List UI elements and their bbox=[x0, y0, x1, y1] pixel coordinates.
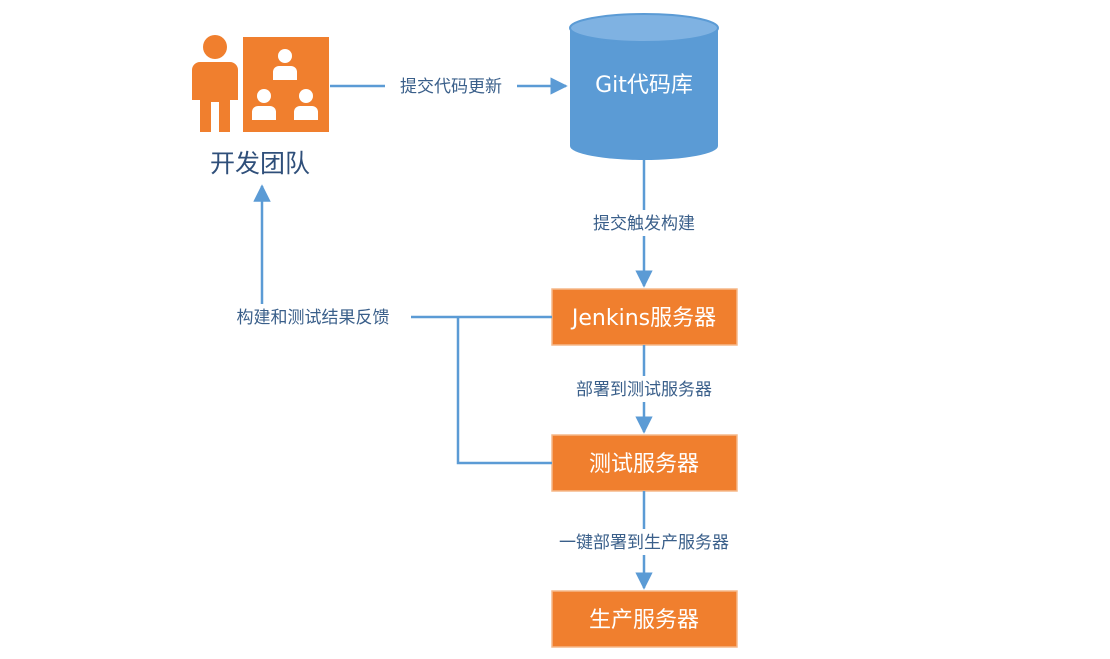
git-repo-label: Git代码库 bbox=[595, 73, 693, 98]
database-cylinder-icon bbox=[569, 13, 719, 160]
people-group-icon bbox=[192, 35, 329, 132]
prod-server-label: 生产服务器 bbox=[589, 608, 699, 633]
jenkins-server-label: Jenkins服务器 bbox=[570, 306, 716, 331]
dev-team-label: 开发团队 bbox=[210, 149, 310, 178]
edge-deploy-prod-label: 一键部署到生产服务器 bbox=[559, 533, 729, 553]
edge-commit-update-label: 提交代码更新 bbox=[400, 77, 502, 97]
edge-deploy-test-label: 部署到测试服务器 bbox=[576, 380, 712, 400]
prod-server-box bbox=[551, 590, 738, 648]
test-server-label: 测试服务器 bbox=[589, 452, 699, 477]
jenkins-server-box bbox=[551, 288, 738, 346]
test-server-box bbox=[551, 434, 738, 492]
edge-commit-trigger-label: 提交触发构建 bbox=[593, 214, 695, 234]
edge-feedback-label: 构建和测试结果反馈 bbox=[237, 308, 390, 328]
